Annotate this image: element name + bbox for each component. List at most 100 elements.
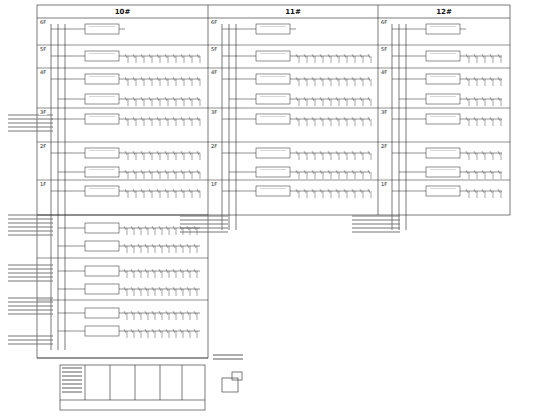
wire bbox=[138, 269, 140, 273]
wire bbox=[200, 99, 201, 106]
wire bbox=[125, 189, 127, 193]
wire bbox=[141, 151, 143, 155]
wire bbox=[474, 77, 476, 81]
wire bbox=[119, 119, 200, 120]
wire bbox=[307, 79, 308, 86]
wire bbox=[89, 150, 115, 151]
wire bbox=[176, 313, 177, 320]
floor-label: 4F bbox=[380, 70, 388, 75]
wire bbox=[169, 228, 170, 235]
wire bbox=[493, 119, 494, 126]
wire bbox=[62, 387, 82, 388]
wire bbox=[138, 311, 140, 315]
wire bbox=[8, 268, 53, 269]
wire bbox=[368, 189, 370, 193]
distribution-box bbox=[256, 94, 290, 104]
wire bbox=[197, 77, 199, 81]
wire bbox=[136, 99, 137, 106]
wire bbox=[363, 119, 364, 126]
wire bbox=[51, 79, 85, 80]
wire bbox=[119, 79, 200, 80]
wire bbox=[363, 153, 364, 160]
wire bbox=[331, 191, 332, 198]
wire bbox=[197, 151, 199, 155]
wire bbox=[485, 153, 486, 160]
wire bbox=[155, 331, 156, 338]
wire bbox=[344, 77, 346, 81]
wire bbox=[141, 313, 142, 320]
wire bbox=[119, 99, 200, 100]
floor-label: 5F bbox=[210, 47, 218, 52]
wire bbox=[37, 300, 208, 301]
wire bbox=[159, 287, 161, 291]
wire bbox=[173, 151, 175, 155]
wire bbox=[141, 271, 142, 278]
wire bbox=[8, 335, 53, 336]
floor-label: 3F bbox=[39, 110, 47, 115]
wire bbox=[392, 24, 393, 230]
distribution-box bbox=[426, 114, 460, 124]
wire bbox=[159, 311, 161, 315]
wire bbox=[493, 79, 494, 86]
wire bbox=[89, 96, 115, 97]
wire bbox=[159, 329, 161, 333]
wire bbox=[482, 151, 484, 155]
wire bbox=[355, 119, 356, 126]
wire bbox=[296, 170, 298, 174]
wire bbox=[133, 117, 135, 121]
wire bbox=[304, 117, 306, 121]
wire bbox=[128, 172, 129, 179]
wire bbox=[152, 287, 154, 291]
wire bbox=[194, 311, 196, 315]
wire bbox=[141, 228, 142, 235]
wire bbox=[430, 26, 456, 27]
wire bbox=[192, 99, 193, 106]
wire bbox=[176, 172, 177, 179]
wire bbox=[176, 119, 177, 126]
wire bbox=[190, 289, 191, 296]
wire bbox=[65, 24, 66, 350]
floor-label: 4F bbox=[210, 70, 218, 75]
wire bbox=[312, 117, 314, 121]
wire bbox=[344, 97, 346, 101]
wire bbox=[187, 287, 189, 291]
wire bbox=[197, 117, 199, 121]
wire bbox=[192, 79, 193, 86]
wire bbox=[152, 99, 153, 106]
wire bbox=[187, 269, 189, 273]
wire bbox=[260, 96, 286, 97]
wire bbox=[166, 329, 168, 333]
wire bbox=[312, 151, 314, 155]
wire bbox=[299, 56, 300, 63]
wire bbox=[328, 170, 330, 174]
floor-label: 1F bbox=[39, 182, 47, 187]
wire bbox=[127, 331, 128, 338]
wire bbox=[328, 97, 330, 101]
wire bbox=[149, 189, 151, 193]
wire bbox=[392, 29, 426, 30]
building-header: 12# bbox=[378, 5, 510, 18]
wire bbox=[336, 189, 338, 193]
wire bbox=[460, 79, 502, 80]
wire bbox=[331, 119, 332, 126]
wire bbox=[392, 119, 426, 120]
wire bbox=[355, 99, 356, 106]
wire bbox=[501, 56, 502, 63]
wire bbox=[148, 313, 149, 320]
wire bbox=[119, 153, 200, 154]
wire bbox=[328, 189, 330, 193]
wire bbox=[336, 170, 338, 174]
wire bbox=[145, 287, 147, 291]
wire bbox=[347, 153, 348, 160]
floor-label: 3F bbox=[210, 110, 218, 115]
wire bbox=[490, 54, 492, 58]
wire bbox=[501, 172, 502, 179]
wire bbox=[339, 119, 340, 126]
wire bbox=[8, 305, 53, 306]
wire bbox=[138, 226, 140, 230]
wire bbox=[392, 153, 426, 154]
wire bbox=[307, 172, 308, 179]
wire bbox=[155, 228, 156, 235]
wire bbox=[119, 191, 200, 192]
wire bbox=[197, 170, 199, 174]
